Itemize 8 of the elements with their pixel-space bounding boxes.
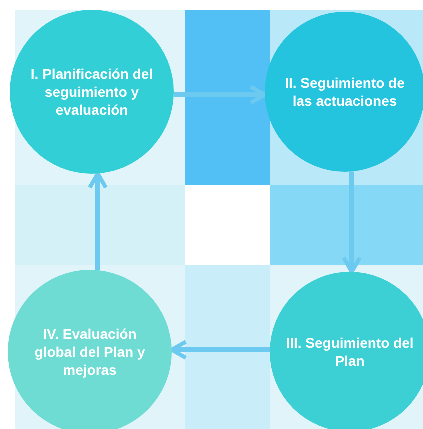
arrow [88,172,108,270]
stage-label: I. Planificación del seguimiento y evaluación [30,64,154,120]
arrow [174,85,268,105]
arrow [170,340,270,360]
arrow [342,172,362,274]
stage-label: IV. Evaluación global del Plan y mejoras [34,324,146,380]
stage-label: II. Seguimiento de las actuaciones [284,74,406,110]
stage-label: III. Seguimiento del Plan [285,334,415,370]
